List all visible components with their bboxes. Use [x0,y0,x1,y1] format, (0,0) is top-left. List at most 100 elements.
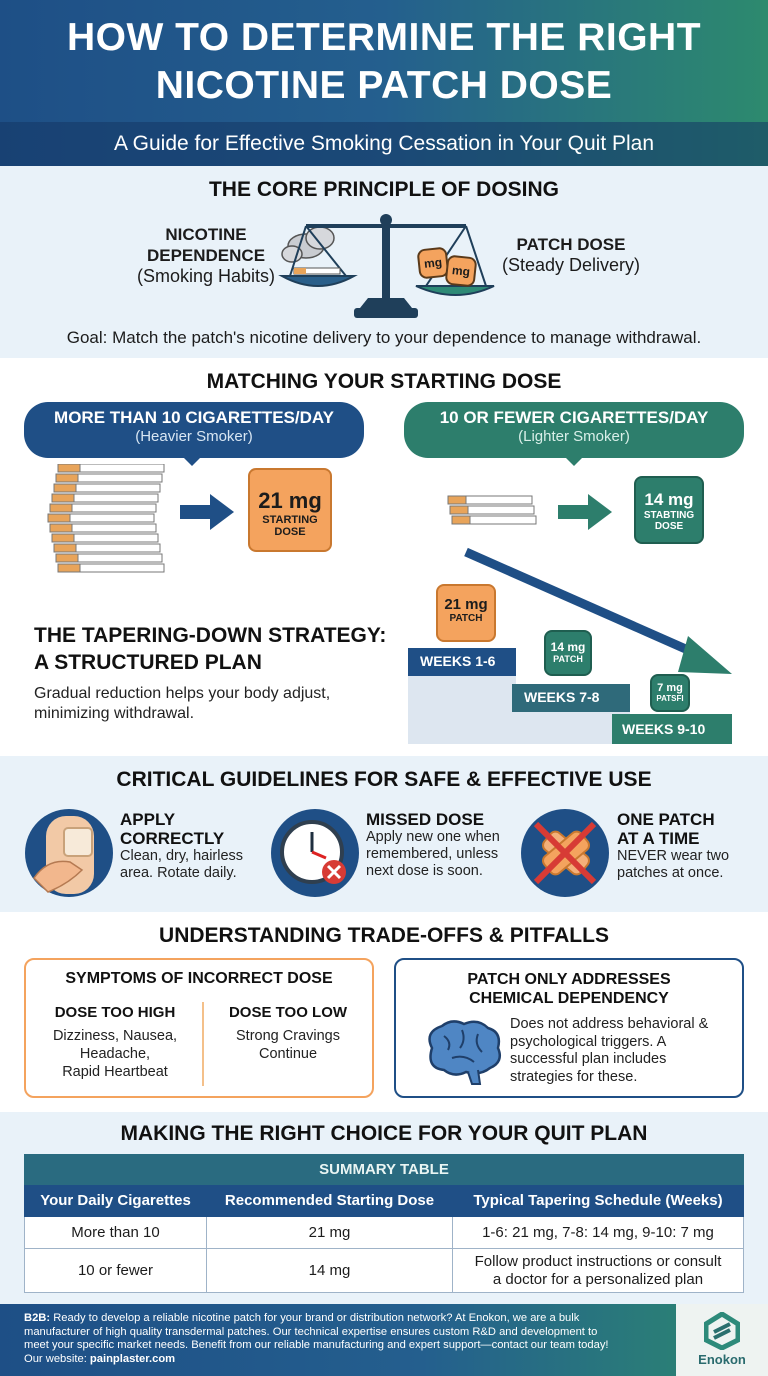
one-patch-heading-1: ONE PATCH [617,810,715,829]
chemical-card-title-1: PATCH ONLY ADDRESSES [467,971,671,988]
footer-text-3: meet your specific market needs. Benefit… [24,1339,609,1351]
core-principle-section: THE CORE PRINCIPLE OF DOSING NICOTINE DE… [0,166,768,358]
step-dose-21-label: PATCH [449,613,483,624]
tradeoffs-section: UNDERSTANDING TRADE-OFFS & PITFALLS SYMP… [0,912,768,1112]
page-title: HOW TO DETERMINE THE RIGHT NICOTINE PATC… [0,14,768,110]
missed-text-1: Apply new one when [366,829,500,845]
dose-too-high-text-3: Rapid Heartbeat [62,1064,168,1080]
step-dose-14: 14 mg [550,640,586,654]
patch-dose-title: PATCH DOSE [516,235,626,254]
table-cell: 1-6: 21 mg, 7-8: 14 mg, 9-10: 7 mg [452,1216,744,1249]
patch-dose-label: PATCH DOSE (Steady Delivery) [496,234,646,276]
cigarettes-icon [447,495,537,525]
critical-guidelines-section: CRITICAL GUIDELINES FOR SAFE & EFFECTIVE… [0,756,768,912]
bubble-pointer [564,456,584,466]
table-header-row: Your Daily Cigarettes Recommended Starti… [24,1184,744,1217]
table-cell: More than 10 [24,1216,207,1249]
table-caption-row: SUMMARY TABLE [24,1154,744,1185]
chemical-card-text: Does not address behavioral & psychologi… [510,1016,738,1086]
heavy-dose-value: 21 mg [258,488,322,513]
step-weeks-9-10 [612,714,732,744]
mg-patch-label-2: mg [451,263,471,279]
step-dose-21: 21 mg [444,596,488,613]
table-cell-line-2: a doctor for a personalized plan [492,1270,704,1288]
column-header: Typical Tapering Schedule (Weeks) [452,1184,744,1217]
dose-too-low: DOSE TOO LOW Strong Cravings Continue [208,1004,368,1063]
summary-table: SUMMARY TABLE Your Daily Cigarettes Reco… [24,1154,744,1293]
table-row: More than 10 21 mg 1-6: 21 mg, 7-8: 14 m… [24,1216,744,1249]
title-line-1: HOW TO DETERMINE THE RIGHT [66,16,702,59]
symptoms-card: SYMPTOMS OF INCORRECT DOSE DOSE TOO HIGH… [24,958,374,1098]
core-title: THE CORE PRINCIPLE OF DOSING [208,178,560,201]
mg-patch-icon: mg [444,254,478,288]
chemical-text-4: strategies for these. [510,1068,638,1085]
table-caption: SUMMARY TABLE [24,1154,744,1185]
step-dose-14-label: PATCH [553,654,583,664]
header-banner: HOW TO DETERMINE THE RIGHT NICOTINE PATC… [0,0,768,166]
clock-icon [271,809,359,897]
dose-too-high-text-2: Headache, [79,1046,151,1062]
light-starting-dose-box: 14 mg STABTING DOSE [634,476,704,544]
step-weeks-7-8 [512,684,630,744]
matching-section: MATCHING YOUR STARTING DOSE MORE THAN 10… [0,358,768,756]
card-divider [202,1002,204,1086]
brand-name: Enokon [698,1352,746,1367]
dependence-label-line-1: NICOTINE [165,225,247,244]
choice-title: MAKING THE RIGHT CHOICE FOR YOUR QUIT PL… [120,1122,648,1145]
light-dose-label-1: STABTING [643,510,695,521]
table-cell: Follow product instructions or consult a… [452,1248,744,1293]
step-weeks-1-6 [408,648,516,744]
light-sub: (Lighter Smoker) [518,428,630,445]
brain-icon [428,1020,501,1085]
apply-text-2: area. Rotate daily. [120,865,237,881]
one-patch-text-2: patches at once. [617,865,724,881]
footer-site-label: Our website: [24,1352,90,1365]
table-cell: 10 or fewer [24,1248,207,1293]
dose-too-high-title: DOSE TOO HIGH [54,1004,176,1021]
dose-too-low-text-2: Continue [258,1046,318,1062]
footer-text-2: manufacturer of high quality transdermal… [24,1325,598,1338]
apply-heading-2: CORRECTLY [120,829,225,848]
missed-text-2: remembered, unless [366,846,499,862]
symptoms-card-title: SYMPTOMS OF INCORRECT DOSE [65,970,333,987]
taper-arrow-icon [464,547,732,674]
footer-banner: B2B: Ready to develop a reliable nicotin… [0,1304,768,1376]
apply-heading-1: APPLY [120,810,176,829]
apply-text-1: Clean, dry, hairless [120,848,244,864]
balance-scale-icon [278,214,495,318]
table-cell-line-1: Follow product instructions or consult [474,1252,722,1270]
missed-heading: MISSED DOSE [366,810,485,829]
chemical-dependency-card: PATCH ONLY ADDRESSES CHEMICAL DEPENDENCY… [394,958,744,1098]
step-weeks-9-10-label: WEEKS 9-10 [622,721,706,737]
mg-patch-label-1: mg [423,255,443,271]
footer-text: B2B: Ready to develop a reliable nicotin… [24,1312,654,1366]
light-dose-label-2: DOSE [654,521,684,532]
missed-dose-item: MISSED DOSE Apply new one when remembere… [366,810,500,880]
dose-too-low-text-1: Strong Cravings [236,1028,340,1044]
dose-too-low-title: DOSE TOO LOW [228,1004,348,1021]
column-header: Recommended Starting Dose [206,1184,453,1217]
bubble-pointer [182,456,202,466]
light-label: 10 OR FEWER CIGARETTES/DAY [439,408,709,427]
goal-text: Goal: Match the patch's nicotine deliver… [66,328,702,347]
dose-too-high-text-1: Dizziness, Nausea, [52,1028,178,1044]
choice-section: MAKING THE RIGHT CHOICE FOR YOUR QUIT PL… [0,1112,768,1304]
chemical-text-3: successful plan includes [510,1051,667,1067]
taper-description: Gradual reduction helps your body adjust… [34,685,331,722]
subtitle-band: A Guide for Effective Smoking Cessation … [0,122,768,166]
tradeoffs-title: UNDERSTANDING TRADE-OFFS & PITFALLS [159,924,609,947]
column-header: Your Daily Cigarettes [24,1184,207,1217]
taper-title-line-2: A STRUCTURED PLAN [34,651,262,674]
step-weeks-1-6-label: WEEKS 1-6 [420,653,496,669]
step-dose-7: 7 mg [657,682,683,694]
title-line-2: NICOTINE PATCH DOSE [155,64,613,107]
website-link[interactable]: painplaster.com [89,1352,176,1365]
brand-logo: Enokon [676,1304,768,1376]
chemical-text-2: psychological triggers. A [510,1033,667,1050]
dependence-label-line-2: DEPENDENCE [146,246,266,265]
patch-14mg-icon: 14 mg PATCH [544,630,592,676]
one-patch-item: ONE PATCH AT A TIME NEVER wear two patch… [617,810,729,882]
heavy-sub: (Heavier Smoker) [135,428,253,445]
hand-apply-patch-icon [25,809,113,897]
apply-correctly-item: APPLY CORRECTLY Clean, dry, hairless are… [120,810,243,882]
